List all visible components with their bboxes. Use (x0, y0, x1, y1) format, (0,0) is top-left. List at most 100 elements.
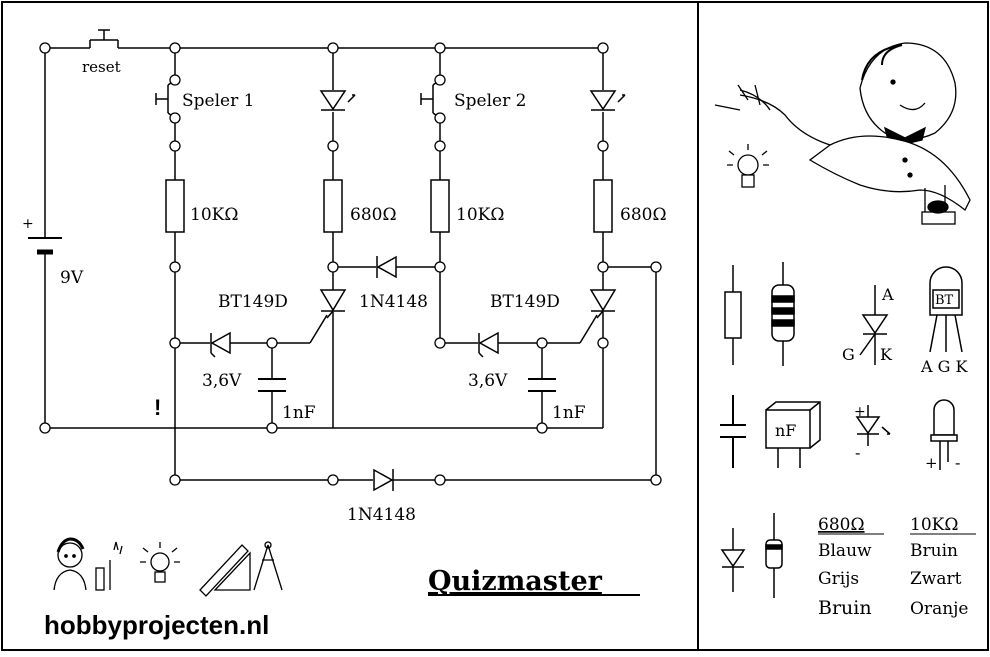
legend-thyristor-g: G (842, 345, 855, 364)
quizmaster-presenter-illustration (714, 42, 971, 225)
junction-node (536, 337, 548, 349)
legend-led-package (930, 399, 958, 470)
legend-package-pins: A G K (920, 357, 969, 376)
legend-thyristor-package (929, 266, 963, 353)
junction-node (327, 140, 339, 152)
cap2-label: 1nF (552, 403, 586, 423)
resistor-10k-1 (165, 179, 185, 233)
r2-label: 680Ω (350, 205, 397, 225)
junction-node (327, 261, 339, 273)
led1-symbol (319, 90, 356, 111)
diode-bottom-symbol (373, 468, 394, 492)
junction-node (39, 42, 51, 54)
legend-resistor-physical (771, 262, 795, 366)
resistors (165, 179, 613, 233)
diode-bottom-label: 1N4148 (347, 505, 416, 525)
legend-led-symbol (855, 405, 891, 446)
junction-node (650, 474, 662, 486)
capacitor2-symbol (528, 378, 556, 392)
junction-node (39, 422, 51, 434)
legend-680-band1: Blauw (818, 541, 872, 561)
legend-thyristor-symbol (859, 285, 889, 365)
junction-node (169, 42, 181, 54)
hobby-logo-illustration (53, 537, 283, 597)
legend-capacitor-symbol (720, 395, 746, 468)
junction-node (169, 474, 181, 486)
battery-symbol (28, 237, 62, 255)
cap1-label: 1nF (282, 403, 316, 423)
junction-node (327, 42, 339, 54)
legend-680-band3: Bruin (818, 597, 872, 619)
junction-node (597, 337, 609, 349)
legend-10k-band3: Oranje (910, 599, 968, 619)
junction-node (597, 261, 609, 273)
site-name: hobbyprojecten.nl (44, 610, 269, 640)
junction-node (597, 140, 609, 152)
warning-mark: ! (154, 395, 161, 420)
resistor-680-1 (323, 179, 343, 233)
legend-10k-band2: Zwart (910, 569, 962, 589)
zener2-label: 3,6V (468, 371, 508, 391)
junction-node (169, 261, 181, 273)
reset-switch-symbol (89, 29, 119, 48)
zener2-symbol (478, 331, 499, 358)
led2-symbol (589, 90, 626, 111)
zener1-symbol (210, 331, 231, 358)
junction-node (434, 74, 446, 86)
legend-diode-package (765, 513, 783, 598)
thyristor1-label: BT149D (218, 292, 288, 312)
page-title: Quizmaster (428, 566, 603, 597)
lightbulb-icon (727, 144, 769, 188)
thyristor2-symbol (589, 289, 617, 319)
zener1-label: 3,6V (202, 371, 242, 391)
legend-led-pkg-minus: - (955, 453, 960, 472)
r4-label: 680Ω (620, 205, 667, 225)
legend-680-title: 680Ω (818, 515, 865, 535)
player2-label: Speler 2 (454, 91, 526, 111)
legend-10k-band1: Bruin (910, 541, 958, 561)
junction-node (434, 261, 446, 273)
battery-label: 9V (60, 268, 84, 288)
junction-node (169, 337, 181, 349)
r1-label: 10KΩ (190, 205, 238, 225)
junction-node (266, 422, 278, 434)
junction-node (169, 112, 181, 124)
diode-mid-label: 1N4148 (359, 292, 428, 312)
junction-node (536, 422, 548, 434)
junction-node (597, 42, 609, 54)
capacitor1-symbol (258, 378, 286, 392)
legend-led-minus: - (855, 443, 860, 462)
legend-10k-title: 10KΩ (910, 515, 958, 535)
legend-cap-package-label: nF (775, 421, 796, 440)
junction-node (169, 140, 181, 152)
thyristor2-label: BT149D (490, 292, 560, 312)
thyristor1-symbol (319, 289, 347, 319)
legend-capacitor-package (765, 401, 821, 468)
legend-led-plus: + (854, 404, 866, 420)
legend-resistor-symbol (724, 265, 742, 365)
junction-node (434, 474, 446, 486)
player1-label: Speler 1 (182, 91, 254, 111)
legend-thyristor-k: K (880, 345, 893, 364)
reset-label: reset (82, 58, 121, 76)
junction-node (169, 74, 181, 86)
junction-node (434, 112, 446, 124)
battery-plus: + (22, 216, 34, 232)
legend-package-bt: BT (935, 293, 954, 308)
junction-node (327, 474, 339, 486)
diode-mid-symbol (376, 255, 397, 279)
r3-label: 10KΩ (456, 205, 504, 225)
junction-node (434, 42, 446, 54)
junction-node (266, 337, 278, 349)
legend-thyristor-a: A (881, 285, 894, 304)
legend-680-band2: Grijs (818, 569, 859, 589)
legend-led-pkg-plus: + (925, 454, 938, 472)
resistor-680-2 (593, 179, 613, 233)
legend-diode-symbol (720, 528, 746, 592)
junction-node (650, 261, 662, 273)
junction-node (434, 140, 446, 152)
resistor-10k-2 (430, 179, 450, 233)
